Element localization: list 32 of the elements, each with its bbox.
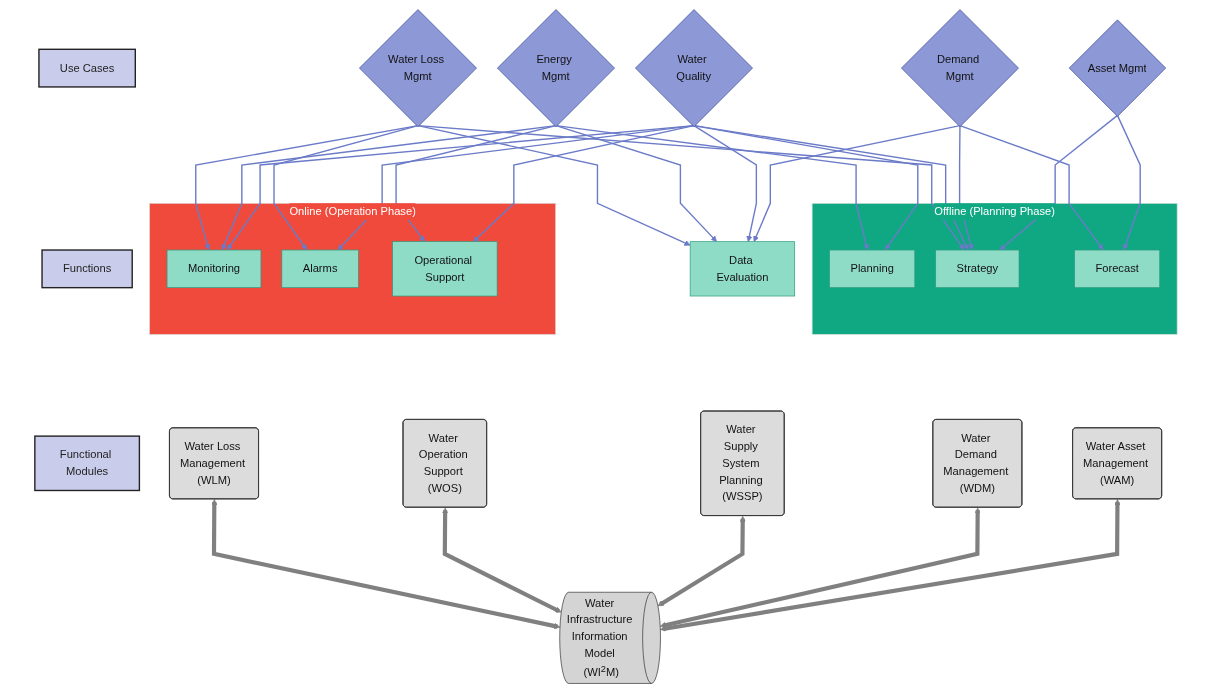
- arrow: [657, 515, 746, 607]
- node-text: Water Infrastructure Information Model (WI$^{2}$M): [566, 596, 633, 679]
- arrow: [555, 124, 870, 251]
- node-box: Functions: [41, 249, 133, 289]
- node-diamond: Demand Mgmt: [901, 9, 1019, 127]
- arrow: [1116, 114, 1141, 251]
- node-diamond: Energy Mgmt: [497, 9, 615, 127]
- node-box: Operational Support: [392, 241, 498, 297]
- arrow: [958, 124, 974, 251]
- node-diamond: Asset Mgmt: [1068, 19, 1167, 117]
- arrow: [417, 124, 691, 246]
- arrow: [693, 124, 758, 242]
- arrow: [195, 124, 419, 251]
- arrow: [959, 124, 1104, 251]
- node-diamond: Water Quality: [635, 9, 753, 127]
- arrow: [211, 499, 561, 629]
- node-box: Functional Modules: [34, 435, 141, 492]
- node-box: Use Cases: [38, 48, 136, 88]
- arrow: [442, 507, 562, 613]
- arrow: [273, 124, 419, 251]
- node-diamond: Water Loss Mgmt: [359, 9, 477, 127]
- node-box: Planning: [829, 249, 916, 289]
- arrow: [693, 124, 969, 251]
- arrow: [417, 124, 965, 251]
- arrow: [659, 507, 981, 629]
- node-box: Alarms: [281, 249, 359, 289]
- node-box: Data Evaluation: [689, 241, 796, 297]
- node-box: Forecast: [1074, 249, 1161, 289]
- node-box: Monitoring: [166, 249, 262, 289]
- arrow: [660, 499, 1121, 632]
- node-box: Strategy: [935, 249, 1020, 289]
- arrow: [693, 124, 919, 251]
